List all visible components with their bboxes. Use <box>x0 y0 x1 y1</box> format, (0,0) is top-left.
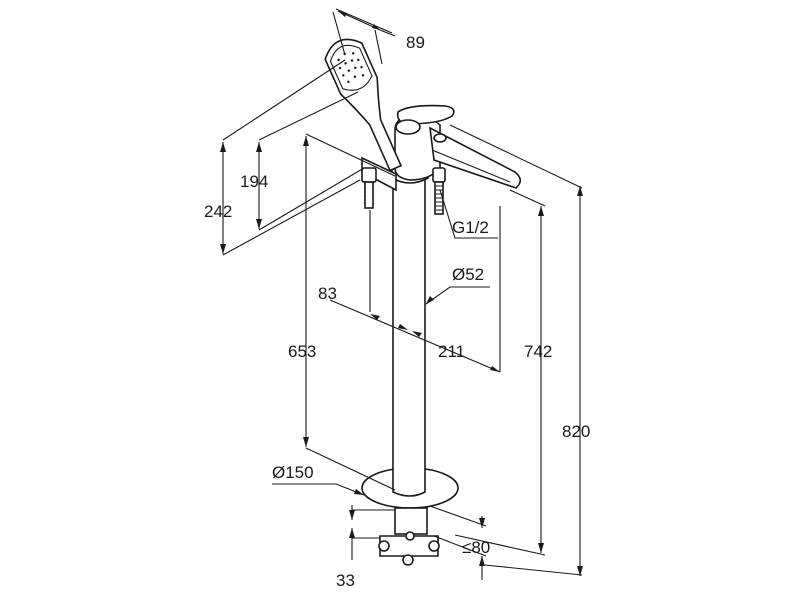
button-cap <box>433 133 447 143</box>
dim-89: 89 <box>406 33 425 52</box>
dim-242: 242 <box>204 202 232 221</box>
dim-820: 820 <box>562 422 590 441</box>
hose-connection-right <box>432 167 446 215</box>
dim-d150: Ø150 <box>272 463 314 482</box>
dim-33: 33 <box>336 571 355 590</box>
mounting-bracket <box>378 507 440 566</box>
dim-211: 211 <box>438 342 465 361</box>
dim-83: 83 <box>318 284 337 303</box>
cartridge-cap <box>395 119 421 135</box>
dim-g12: G1/2 <box>452 218 489 237</box>
dim-d52: Ø52 <box>452 265 484 284</box>
dimension-labels: 89 242 194 G1/2 Ø52 83 211 653 742 820 Ø… <box>204 33 590 590</box>
dim-742: 742 <box>524 342 552 361</box>
shower-holder-arm <box>361 156 397 192</box>
dimension-lines <box>220 8 583 580</box>
dim-194: 194 <box>240 172 268 191</box>
spout-edge <box>431 149 511 183</box>
dim-le80: ≤80 <box>462 538 490 557</box>
spout <box>429 126 522 189</box>
column <box>392 174 426 497</box>
dim-653: 653 <box>288 342 316 361</box>
hose-connection-left <box>361 167 377 209</box>
faucet-body <box>361 104 522 566</box>
